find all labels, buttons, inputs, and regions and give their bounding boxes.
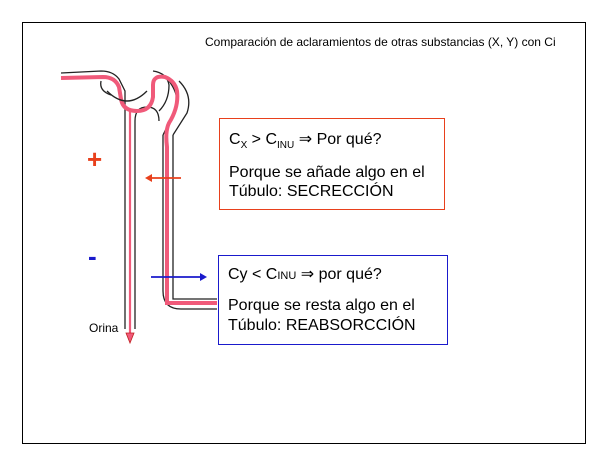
reabsorption-arrow [200,273,207,281]
slide-title: Comparación de aclaramientos de otras su… [205,35,556,49]
reabsorption-sign: - [88,241,97,271]
reabsorption-box: Cy < CINU ⇒ por qué? Porque se resta alg… [218,255,448,345]
secretion-question: CX > CINU ⇒ Por qué? [229,131,382,151]
nephron-diagram [60,70,217,345]
reabsorption-explanation: Porque se resta algo en el Túbulo: REABS… [228,297,416,334]
secretion-box: CX > CINU ⇒ Por qué? Porque se añade alg… [219,118,445,210]
secretion-arrow [145,174,152,182]
secretion-sign: + [87,144,103,174]
flow-path [60,74,217,305]
urine-label: Orina [89,321,119,335]
slide: Comparación de aclaramientos de otras su… [22,22,586,444]
urine-arrow [125,332,135,345]
reabsorption-question: Cy < CINU ⇒ por qué? [228,266,382,283]
tubule-outline [60,70,126,329]
secretion-explanation: Porque se añade algo en el Túbulo: SECRE… [229,164,425,200]
